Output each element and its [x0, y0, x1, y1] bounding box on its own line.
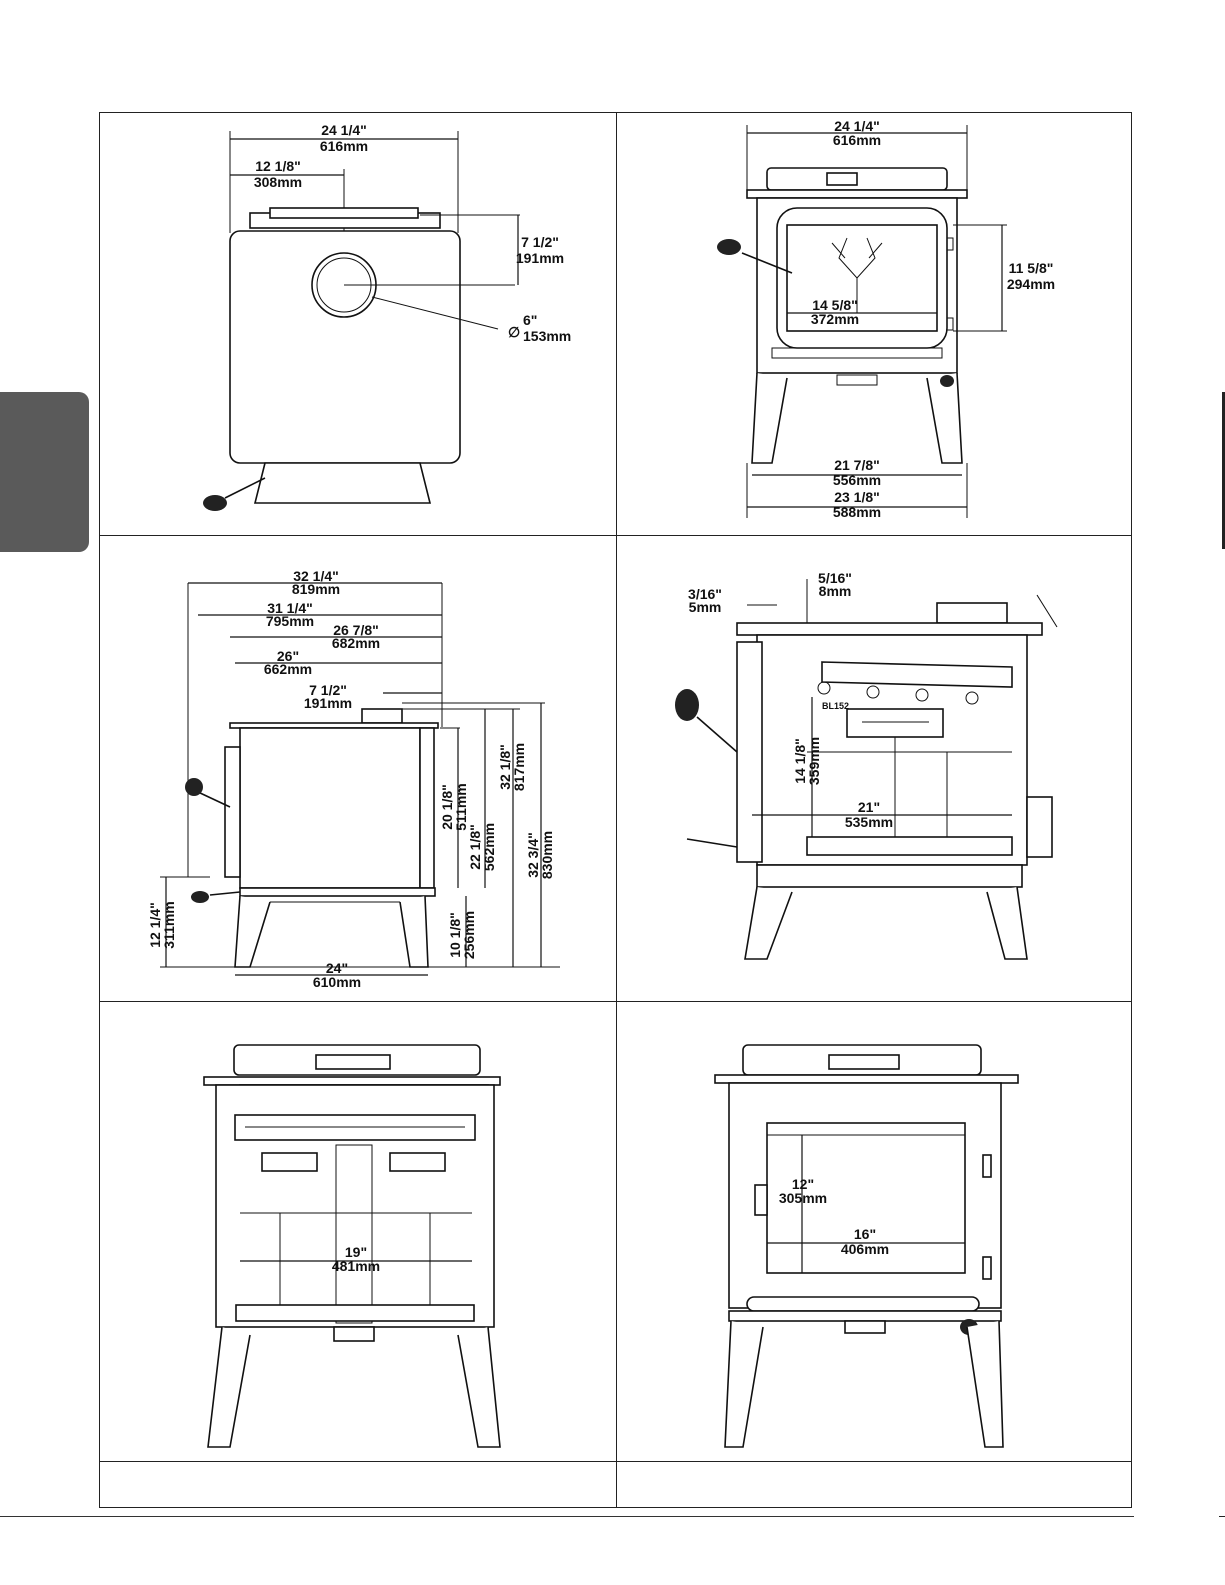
- side-leg-spread-in: 24": [326, 960, 348, 976]
- fsec-width-mm: 481mm: [332, 1258, 380, 1274]
- side-section-drawing: 3/16" 5mm 5/16" 8mm BL152: [675, 570, 1058, 960]
- front-door-w-in: 14 5/8": [812, 297, 858, 313]
- top-flue-dia-mm: 153mm: [523, 328, 571, 344]
- front-view-panel: 24 1/4" 616mm 11 5/8" 294mm 14 5/8" 3: [617, 113, 1132, 536]
- fsec-width-in: 19": [345, 1244, 367, 1260]
- fopen-w-mm: 406mm: [841, 1241, 889, 1257]
- sec-fb-h-in: 14 1/8": [792, 738, 808, 784]
- side-tab: [0, 392, 89, 552]
- side-view-panel: 32 1/4" 819mm 31 1/4" 795mm 26 7/8" 682m…: [100, 567, 616, 1002]
- front-door-h-mm: 294mm: [1007, 276, 1055, 292]
- side-flue-mm: 191mm: [304, 695, 352, 711]
- top-flue-dia-in: 6": [523, 312, 537, 328]
- fopen-h-in: 12": [792, 1176, 814, 1192]
- top-view-drawing: 24 1/4" 616mm 12 1/8" 308mm 7 1/2" 191mm…: [203, 122, 571, 511]
- side-section-panel: 3/16" 5mm 5/16" 8mm BL152: [617, 567, 1132, 1002]
- grid-divider: [616, 113, 617, 1507]
- side-depth-2-mm: 795mm: [266, 613, 314, 629]
- front-leg-outer-in: 23 1/8": [834, 489, 880, 505]
- diameter-symbol: ∅: [508, 324, 520, 340]
- front-open-caption: [617, 1461, 1132, 1509]
- side-section-caption: [617, 1001, 1132, 1035]
- top-flue-depth-in: 7 1/2": [521, 234, 559, 250]
- side-h2-in: 22 1/8": [467, 824, 483, 870]
- front-view-drawing: 24 1/4" 616mm 11 5/8" 294mm 14 5/8" 3: [717, 118, 1055, 520]
- side-view-caption: [100, 1001, 616, 1035]
- side-leg-h-mm: 256mm: [461, 911, 477, 959]
- side-h2-mm: 562mm: [481, 823, 497, 871]
- side-flue-h-in: 32 1/8": [497, 744, 513, 790]
- top-center-mm: 308mm: [254, 174, 302, 190]
- sec-clear-back-in: 3/16": [688, 586, 722, 602]
- top-width-in: 24 1/4": [321, 122, 367, 138]
- top-center-in: 12 1/8": [255, 158, 301, 174]
- side-depth-3-in: 26 7/8": [333, 622, 379, 638]
- side-overall-h-mm: 830mm: [539, 831, 555, 879]
- side-depth-2-in: 31 1/4": [267, 600, 313, 616]
- front-width-in: 24 1/4": [834, 118, 880, 134]
- dimension-grid: 24 1/4" 616mm 12 1/8" 308mm 7 1/2" 191mm…: [99, 112, 1132, 1508]
- fopen-w-in: 16": [854, 1226, 876, 1242]
- sec-fb-h-mm: 359mm: [806, 737, 822, 785]
- front-leg-inner-in: 21 7/8": [834, 457, 880, 473]
- top-view-caption: [100, 535, 616, 567]
- side-handle-h-mm: 311mm: [161, 901, 177, 948]
- side-handle-h-in: 12 1/4": [147, 902, 163, 948]
- front-door-h-in: 11 5/8": [1009, 260, 1054, 276]
- side-view-drawing: 32 1/4" 819mm 31 1/4" 795mm 26 7/8" 682m…: [147, 568, 560, 990]
- side-depth-1-in: 32 1/4": [293, 568, 339, 584]
- front-section-caption: [100, 1461, 616, 1509]
- sec-clear-back-mm: 5mm: [689, 599, 722, 615]
- page-edge-mark-bottom: [1219, 1516, 1225, 1517]
- front-open-drawing: 12" 305mm 16" 406mm: [714, 1044, 1019, 1448]
- side-depth-3-mm: 682mm: [332, 635, 380, 651]
- side-depth-4-in: 26": [277, 648, 299, 664]
- sec-tube-label: BL152: [822, 701, 849, 711]
- front-width-mm: 616mm: [833, 132, 881, 148]
- page-edge-mark: [1222, 392, 1225, 549]
- sec-clear-top-mm: 8mm: [819, 583, 852, 599]
- front-section-panel: 19" 481mm: [100, 1035, 616, 1462]
- front-section-drawing: 19" 481mm: [203, 1044, 501, 1448]
- sec-fb-d-mm: 535mm: [845, 814, 893, 830]
- side-overall-h-in: 32 3/4": [525, 832, 541, 878]
- front-open-panel: 12" 305mm 16" 406mm: [617, 1035, 1132, 1462]
- front-leg-inner-mm: 556mm: [833, 472, 881, 488]
- sec-fb-d-in: 21": [858, 799, 880, 815]
- top-width-mm: 616mm: [320, 138, 368, 154]
- top-flue-depth-mm: 191mm: [516, 250, 564, 266]
- sec-clear-top-in: 5/16": [818, 570, 852, 586]
- side-leg-spread-mm: 610mm: [313, 974, 361, 990]
- side-depth-1-mm: 819mm: [292, 581, 340, 597]
- side-flue-h-mm: 817mm: [511, 743, 527, 791]
- top-view-panel: 24 1/4" 616mm 12 1/8" 308mm 7 1/2" 191mm…: [100, 113, 616, 536]
- side-depth-4-mm: 662mm: [264, 661, 312, 677]
- side-flue-in: 7 1/2": [309, 682, 347, 698]
- footer-rule: [0, 1516, 1134, 1517]
- front-leg-outer-mm: 588mm: [833, 504, 881, 520]
- side-body-h-mm: 511mm: [453, 783, 469, 830]
- front-door-w-mm: 372mm: [811, 311, 859, 327]
- side-leg-h-in: 10 1/8": [447, 912, 463, 958]
- front-view-caption: [617, 535, 1132, 567]
- side-body-h-in: 20 1/8": [439, 784, 455, 830]
- fopen-h-mm: 305mm: [779, 1190, 827, 1206]
